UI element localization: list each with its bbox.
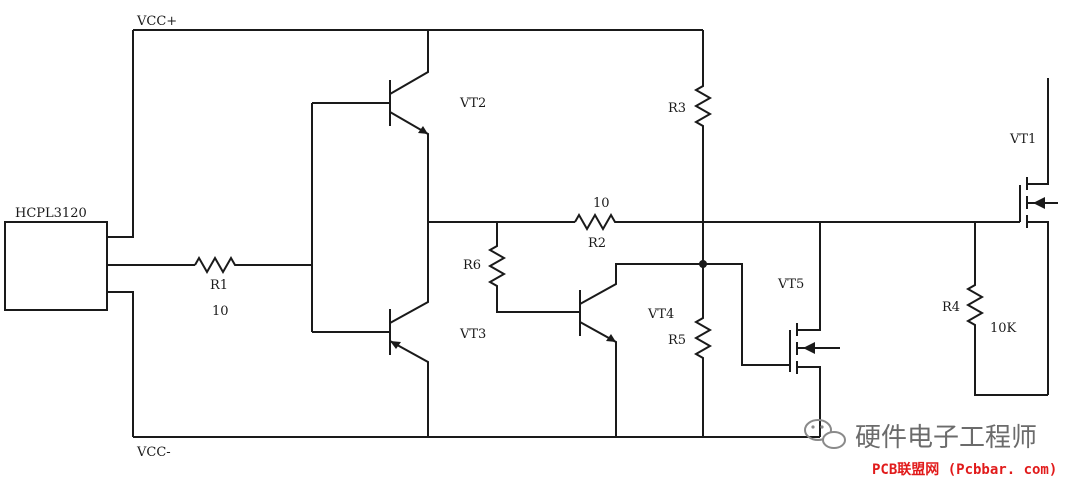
vt4-label: VT4 [647, 307, 674, 322]
watermark-source: PCB联盟网 (Pcbbar. com) [872, 462, 1057, 478]
vcc-plus-rail [107, 29, 703, 238]
vcc-plus-label: VCC+ [136, 14, 177, 29]
r3-resistor [693, 30, 713, 264]
r2-resistor [574, 212, 1020, 232]
wechat-icon [804, 419, 846, 449]
ic-label: HCPL3120 [15, 206, 87, 221]
r6-resistor [487, 222, 580, 313]
r4-value: 10K [990, 321, 1017, 336]
r5-resistor [693, 264, 713, 437]
r6-label: R6 [463, 258, 481, 273]
vt2-emitter-arrow [418, 126, 428, 134]
vcc-minus-label: VCC- [136, 445, 171, 460]
r3-label: R3 [668, 101, 686, 116]
hcpl3120-block [4, 221, 108, 311]
watermark-title: 硬件电子工程师 [855, 423, 1037, 453]
r4-resistor [965, 222, 1048, 396]
vt2-label: VT2 [459, 96, 486, 111]
vt1-arrow [1033, 197, 1045, 209]
vt5-gate-wire [703, 263, 790, 366]
r4-label: R4 [942, 300, 960, 315]
r2-label: R2 [588, 236, 606, 251]
vt3-label: VT3 [459, 327, 486, 342]
vt2-transistor [389, 30, 429, 222]
r5-label: R5 [668, 333, 686, 348]
vcc-minus-rail [107, 291, 820, 438]
vt4-emitter-arrow [606, 334, 616, 342]
vt1-mosfet [1019, 78, 1058, 395]
vt5-mosfet [789, 222, 840, 437]
vt1-label: VT1 [1009, 132, 1036, 147]
vt5-arrow [803, 342, 815, 354]
r1-value: 10 [212, 304, 229, 319]
vt3-emitter-arrow [390, 341, 401, 349]
vt3-transistor [389, 222, 429, 437]
vt4-transistor [579, 263, 703, 437]
r2-value: 10 [593, 196, 610, 211]
r1-resistor [194, 255, 312, 275]
vt5-label: VT5 [777, 277, 804, 292]
r1-label: R1 [210, 278, 228, 293]
